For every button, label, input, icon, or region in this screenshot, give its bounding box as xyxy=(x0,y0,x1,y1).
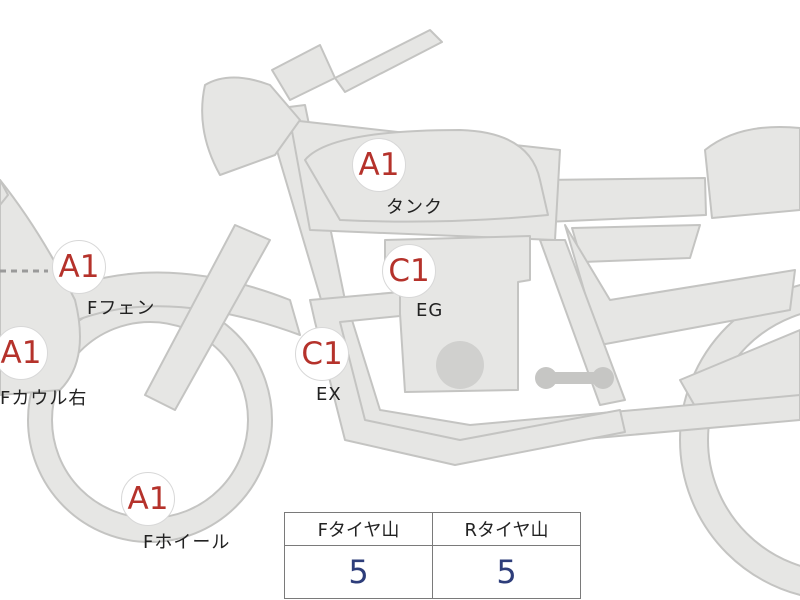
footpeg xyxy=(535,367,614,389)
front-tire-header: Fタイヤ山 xyxy=(284,512,433,546)
side-cover xyxy=(571,224,701,263)
marker-tank[interactable]: A1 xyxy=(352,138,406,192)
exhaust-pipe xyxy=(309,291,626,466)
marker-front-cowl-right[interactable]: A1 xyxy=(0,326,48,380)
label-front-wheel: Fホイール xyxy=(143,532,231,553)
front-tire-value: 5 xyxy=(284,545,433,599)
handlebar xyxy=(334,29,443,93)
label-front-cowl-right: Fカウル右 xyxy=(0,388,88,409)
marker-front-wheel[interactable]: A1 xyxy=(121,472,175,526)
label-engine: EG xyxy=(416,300,444,321)
headlight-housing xyxy=(201,76,301,176)
tire-table-header-row: Fタイヤ山 Rタイヤ山 xyxy=(284,512,581,546)
rear-tire-header: Rタイヤ山 xyxy=(432,512,581,546)
tire-table-value-row: 5 5 xyxy=(284,545,581,599)
front-fork xyxy=(144,224,271,411)
rear-seat xyxy=(704,125,800,219)
marker-engine[interactable]: C1 xyxy=(382,244,436,298)
seat xyxy=(539,177,707,223)
cowl-tip xyxy=(0,179,9,206)
tire-tread-table: Fタイヤ山 Rタイヤ山 5 5 xyxy=(284,512,581,599)
rear-tire-value: 5 xyxy=(432,545,581,599)
engine-cover xyxy=(436,341,484,389)
meter xyxy=(271,44,336,101)
label-front-fender: Fフェン xyxy=(87,298,156,319)
label-exhaust: EX xyxy=(316,384,342,405)
label-tank: タンク xyxy=(386,197,443,218)
frame-vertical xyxy=(539,239,626,406)
marker-front-fender[interactable]: A1 xyxy=(52,240,106,294)
marker-exhaust[interactable]: C1 xyxy=(295,327,349,381)
